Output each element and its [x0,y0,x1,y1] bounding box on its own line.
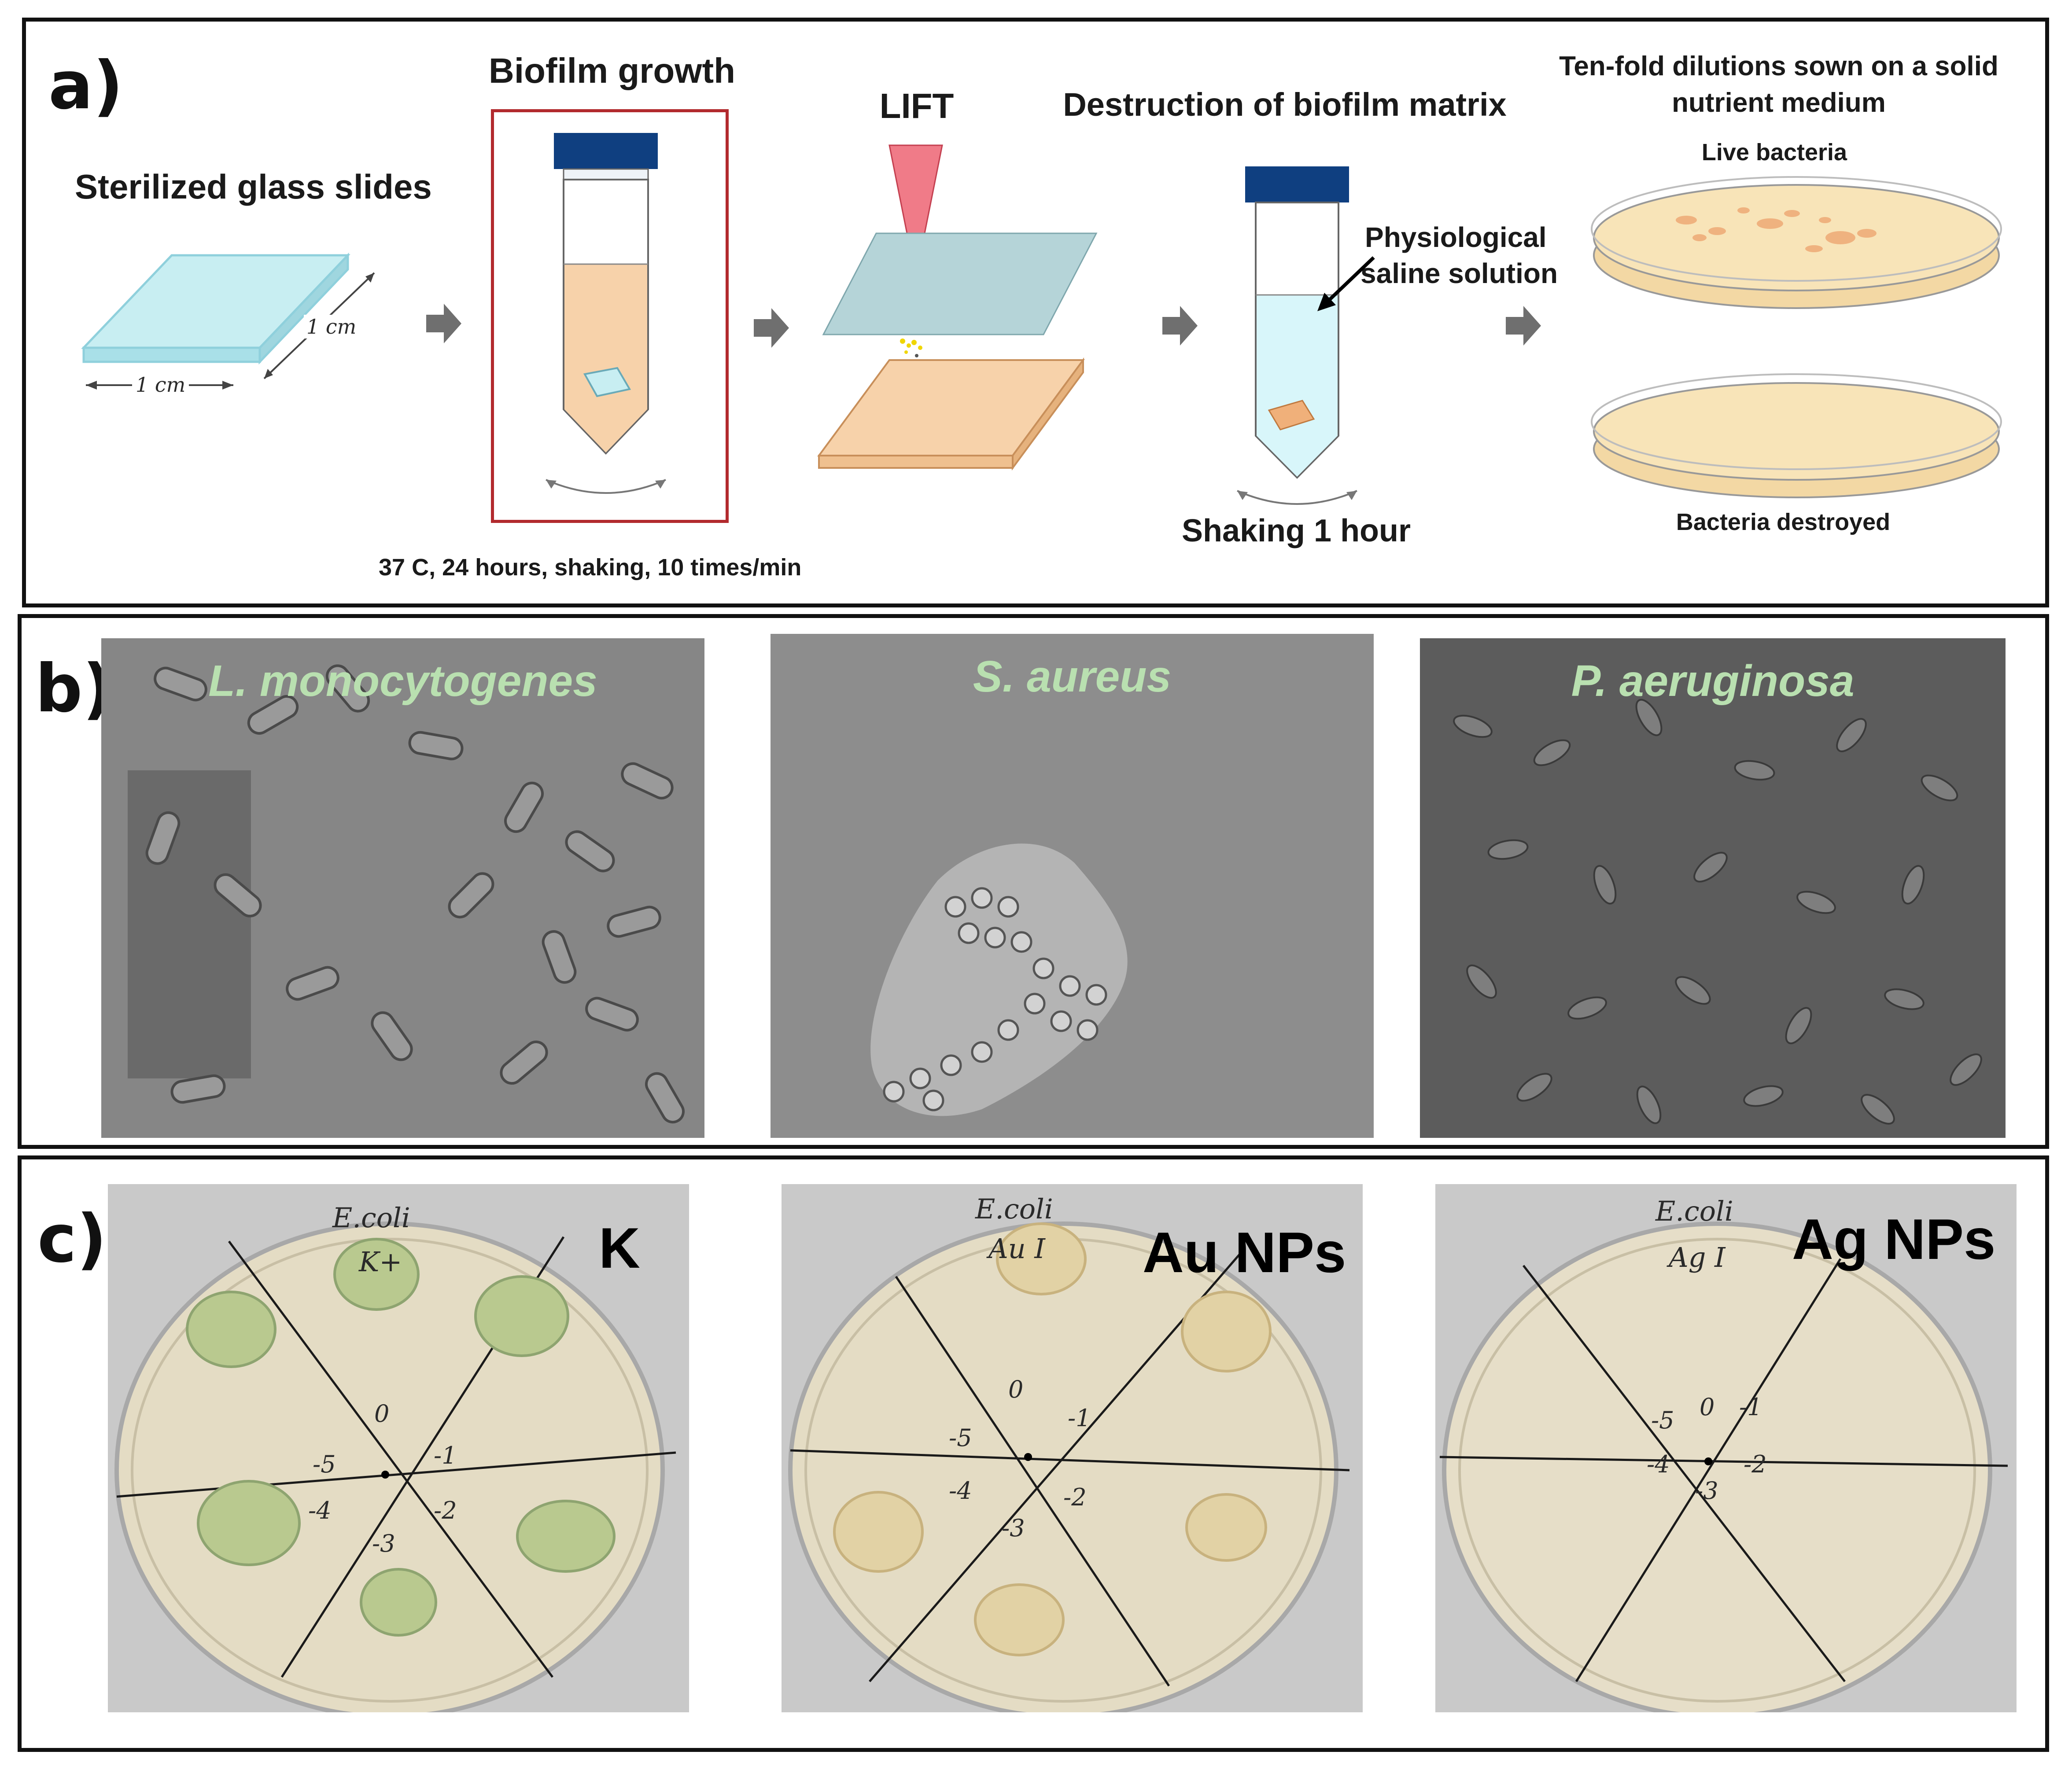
saline-label-line2: saline solution [1360,258,1558,289]
step3-title: LIFT [879,86,954,125]
plate-note-au-1: E.coli [975,1193,1053,1225]
petri-dish-live [1591,176,2002,309]
panel-c-letter: c) [37,1201,107,1277]
saline-pointer-arrow [1317,256,1375,311]
sector-5-au: -5 [949,1424,972,1452]
sector-1-au: -1 [1068,1404,1091,1432]
step4-caption: Shaking 1 hour [1181,513,1411,548]
sector-0-au: 0 [1008,1376,1024,1403]
plate-note-au-2: Au I [988,1233,1045,1265]
plate-note-control-1: E.coli [332,1202,410,1234]
plate-note-ag-2: Ag I [1669,1241,1725,1273]
tube-saline-diagram [1237,166,1357,505]
bacteria-destroyed-label: Bacteria destroyed [1676,509,1891,535]
plate-label-au: Au NPs [1143,1220,1346,1284]
sector-5-control: -5 [313,1450,336,1478]
step2-title: Biofilm growth [489,51,735,90]
sector-0-control: 0 [374,1400,390,1428]
sector-2-au: -2 [1063,1483,1087,1511]
petri-plate-au: Au NPs E.coli Au I 0 -1 -2 -3 -4 -5 [782,1184,1363,1712]
dim-horizontal: 1 cm [132,373,189,397]
petri-plate-ag: Ag NPs E.coli Ag I 0 -1 -2 -3 -4 -5 [1435,1184,2017,1712]
glass-slide-diagram [81,252,375,390]
dim-depth: 1 cm [304,315,359,338]
sector-3-au: -3 [1002,1514,1025,1542]
saline-label-line1: Physiological [1365,221,1547,253]
step1-title: Sterilized glass slides [75,167,432,206]
species-label-listeria: L. monocytogenes [208,656,597,706]
arrow-1-icon [426,304,461,343]
sector-4-au: -4 [949,1477,972,1505]
step5-title-line2: nutrient medium [1672,88,1886,118]
step5-title-line1: Ten-fold dilutions sown on a solid [1559,51,1998,81]
plate-note-ag-1: E.coli [1655,1195,1733,1227]
sector-3-control: -3 [372,1530,395,1557]
sector-3-ag: -3 [1695,1477,1718,1505]
tube-growth-diagram [546,133,666,494]
arrow-3-icon [1162,306,1198,346]
plate-label-ag: Ag NPs [1792,1207,1996,1271]
lift-diagram [817,144,1098,471]
sector-4-ag: -4 [1647,1450,1670,1478]
arrow-2-icon [754,308,789,348]
live-bacteria-label: Live bacteria [1701,139,1847,166]
species-label-pseudomonas: P. aeruginosa [1571,656,1854,706]
sector-2-control: -2 [434,1497,457,1524]
sector-4-control: -4 [308,1497,332,1524]
sector-0-ag: 0 [1700,1393,1715,1421]
petri-plate-control: K E.coli K+ 0 -1 -2 -3 -4 -5 [108,1184,689,1712]
sem-image-pseudomonas: P. aeruginosa [1420,638,2006,1138]
sem-image-staphylococcus: S. aureus [771,634,1374,1138]
petri-dish-destroyed [1591,373,2002,498]
species-label-staphylococcus: S. aureus [973,652,1172,701]
plate-note-control-2: K+ [359,1246,402,1278]
sector-2-ag: -2 [1744,1450,1767,1478]
panel-b-letter: b) [35,651,113,727]
arrow-4-icon [1506,306,1541,346]
sector-1-ag: -1 [1739,1393,1762,1421]
step2-caption: 37 C, 24 hours, shaking, 10 times/min [379,554,802,581]
panel-a-letter: a) [48,48,123,124]
incubation-frame [491,109,729,523]
sector-5-ag: -5 [1651,1406,1674,1434]
sem-image-listeria: L. monocytogenes [101,638,704,1138]
plate-label-control: K [599,1216,640,1280]
sector-1-control: -1 [434,1442,457,1469]
step4-title: Destruction of biofilm matrix [1063,86,1507,123]
